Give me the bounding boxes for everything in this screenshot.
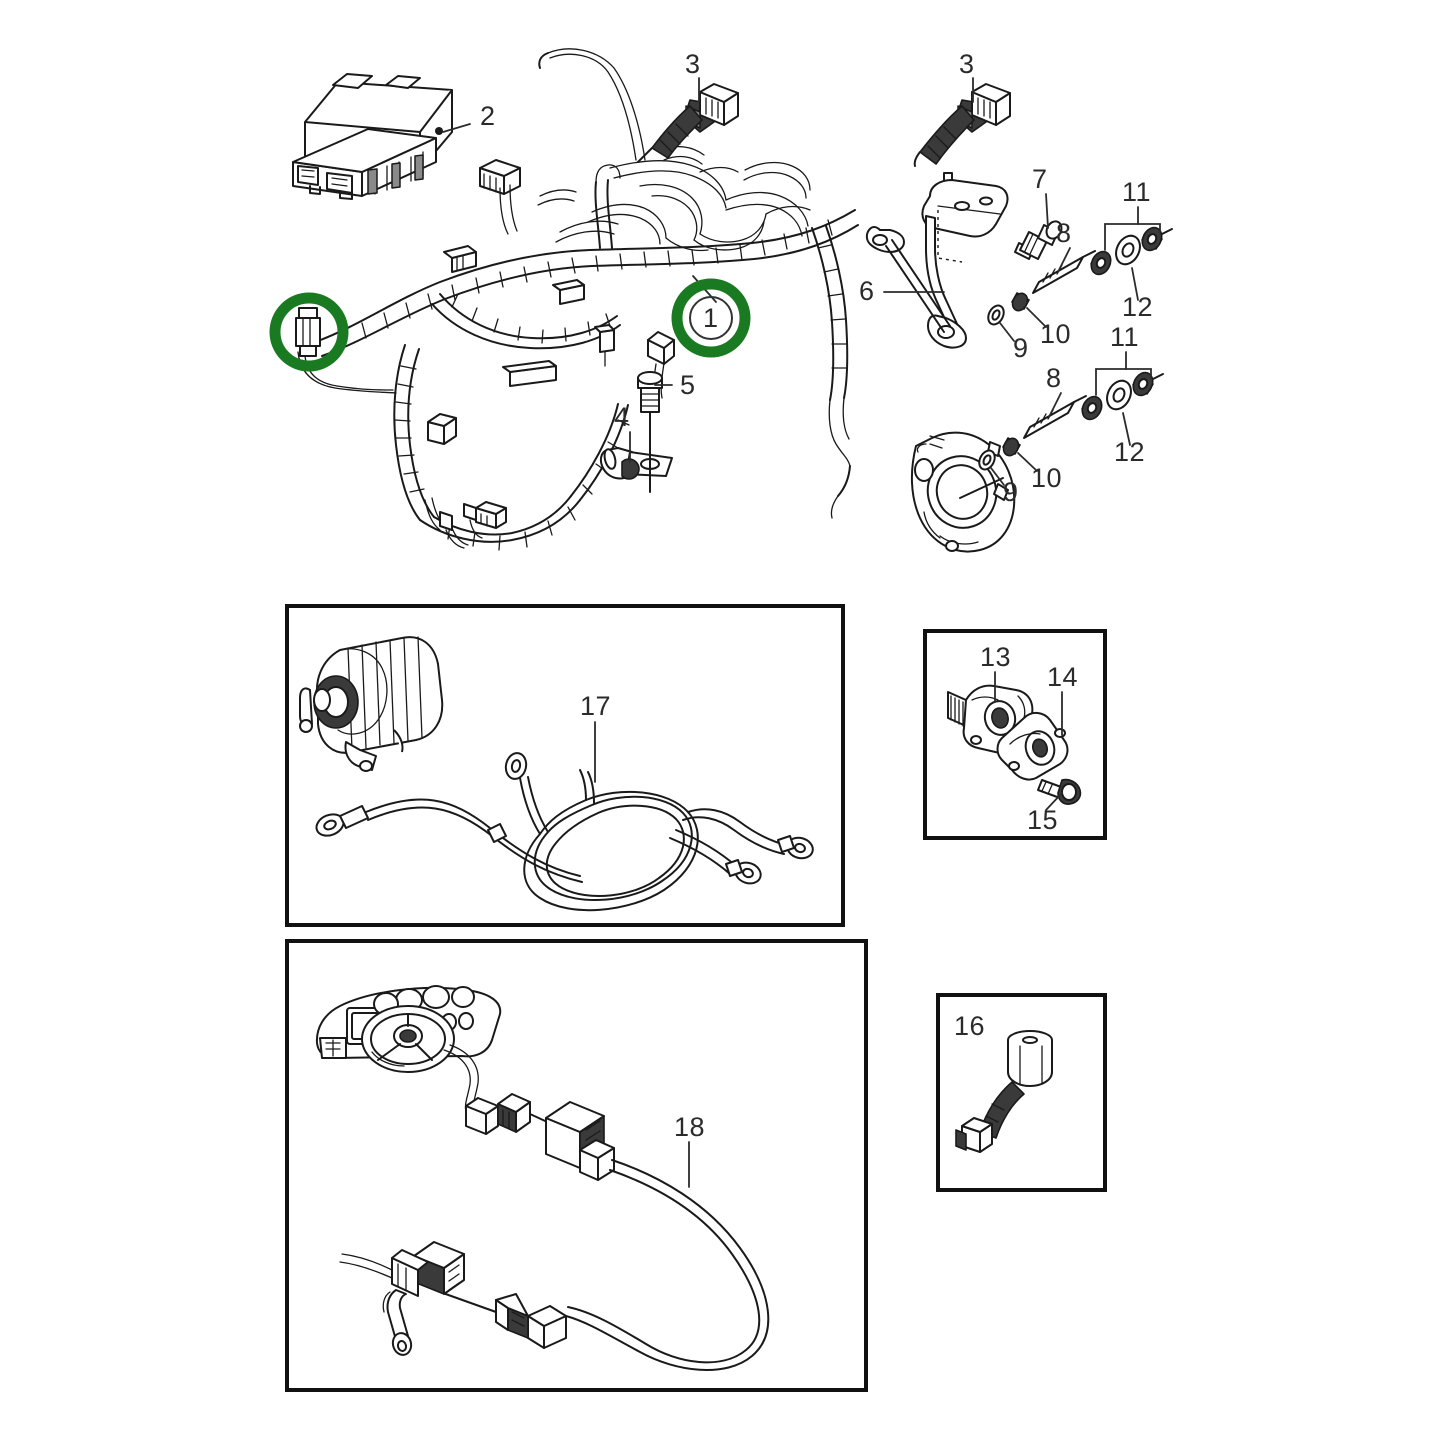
- callout-label-13: 13: [980, 642, 1012, 672]
- callout-label-11-lower: 11: [1110, 322, 1140, 352]
- callout-label-2: 2: [480, 101, 496, 131]
- part-16-knock-sensor: [955, 1030, 1053, 1153]
- part-4-clamp: [599, 447, 673, 480]
- panel-16-border: [936, 993, 1107, 1192]
- callout-label-12-upper: 12: [1122, 292, 1154, 322]
- callout-label-6: 6: [859, 276, 875, 306]
- callout-label-10-lower: 10: [1031, 463, 1063, 493]
- part-2-relay-box: [292, 73, 453, 200]
- part-17-cable-set: [315, 752, 814, 912]
- callout-label-16: 16: [954, 1011, 986, 1041]
- part-6-bracket: [865, 172, 1009, 349]
- callout-label-11-upper: 11: [1122, 177, 1152, 207]
- highlight-ring-connector: [269, 292, 349, 372]
- part-15-flange-screw: [1037, 778, 1082, 805]
- callout-label-5: 5: [680, 370, 696, 400]
- callout-label-12-lower: 12: [1114, 437, 1146, 467]
- callout-label-18: 18: [674, 1112, 706, 1142]
- callout-label-3-left: 3: [685, 49, 701, 79]
- callout-label-9-upper: 9: [1013, 333, 1029, 363]
- panel-17-border: [285, 604, 845, 927]
- part-5-screw: [637, 371, 663, 493]
- nut-group-lower: [1081, 371, 1164, 421]
- stack-upper-fasteners: [987, 226, 1173, 326]
- nut-group-upper: [1090, 226, 1173, 276]
- part-18-extension-cable: [339, 1044, 770, 1371]
- instrument-panel: [315, 985, 502, 1073]
- callout-label-8-lower: 8: [1046, 363, 1062, 393]
- flywheel-housing: [910, 431, 1016, 553]
- part-3-connector-left: [637, 83, 739, 163]
- stack-lower-fasteners: [978, 371, 1164, 471]
- callout-label-8-upper: 8: [1056, 218, 1072, 248]
- highlighted-connector: [295, 307, 321, 357]
- callout-label-1: 1: [703, 303, 719, 333]
- panel-18-border: [285, 939, 868, 1392]
- callout-label-9-lower: 9: [1003, 477, 1019, 507]
- callout-label-3-right: 3: [959, 49, 975, 79]
- part-3-connector-right: [913, 83, 1011, 167]
- alternator: [299, 636, 444, 772]
- part-7-flange-screw: [1014, 220, 1063, 260]
- callout-label-17: 17: [580, 691, 612, 721]
- callout-label-7: 7: [1032, 164, 1048, 194]
- green-highlight-rings: [269, 278, 751, 372]
- highlight-ring-callout-1: [671, 278, 751, 358]
- callout-label-4: 4: [614, 402, 630, 432]
- callout-label-15: 15: [1027, 805, 1059, 835]
- callout-label-14: 14: [1047, 662, 1079, 692]
- callout-label-10-upper: 10: [1040, 319, 1072, 349]
- panel-13-15-border: [923, 629, 1107, 840]
